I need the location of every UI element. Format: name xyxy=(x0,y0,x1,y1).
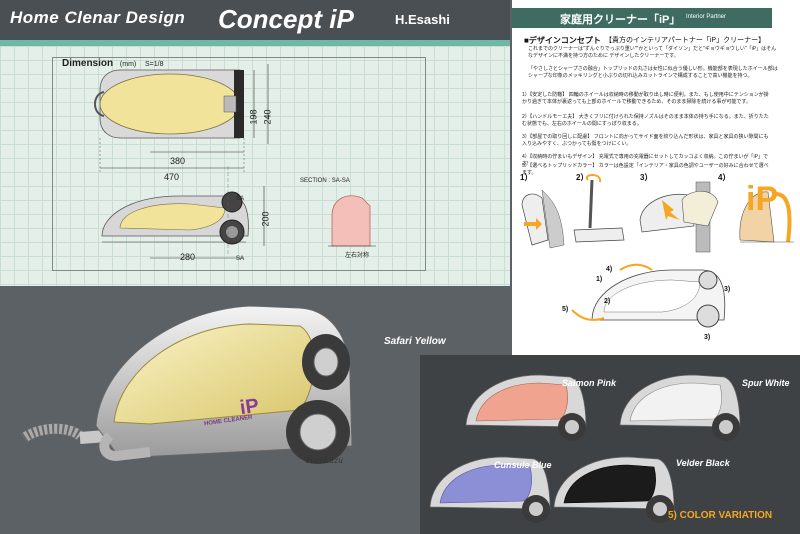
concept-point-1: 1）【安定した防轍】 四輪のホイールは収納時の移動が取り出し時に便利。また、もし… xyxy=(522,92,769,105)
designer-signature: Hirokazu xyxy=(306,456,344,465)
concept-point-2: 2）【ハンドルモーエ夫】 大きくフリに付けられた保持ノズルはそのまま本体の持ち手… xyxy=(522,114,769,127)
step-2-label: 2） xyxy=(576,173,589,182)
dim-240: 240 xyxy=(262,109,273,125)
concept-header-bar xyxy=(512,8,772,28)
step-1-illustration xyxy=(521,189,565,249)
variant-label-spur-white: Spur White xyxy=(742,378,790,388)
dimension-frame xyxy=(52,57,426,271)
section-marker-top: SA xyxy=(236,196,245,202)
step-4-label: 4） xyxy=(718,173,731,182)
product-ip-mark: iP xyxy=(238,394,261,420)
dim-198: 198 xyxy=(248,109,259,125)
callout-3a: 3) xyxy=(724,286,731,293)
concept-heading: 家庭用クリーナー「iP」 xyxy=(560,14,681,26)
concept-title: Concept iP xyxy=(218,4,354,34)
dim-280: 280 xyxy=(180,252,196,262)
variant-label-velder-black: Velder Black xyxy=(676,458,730,468)
concept-intro: これまでのクリーナーは"ずんぐりでっぷり重い""かといって「ダイソン」だと"ギョ… xyxy=(528,46,777,59)
design-concept-title: ■デザインコンセプト xyxy=(524,36,601,45)
section-label: SECTION : SA-SA xyxy=(300,178,350,184)
design-concept-subtitle: 【貴方のインテリアパートナー「iP」クリーナー】 xyxy=(605,37,766,44)
callout-2: 2) xyxy=(604,298,611,305)
variant-spur-white xyxy=(619,374,741,441)
top-view-drawing xyxy=(94,69,244,139)
variant-label-salmon-pink: Salmon Pink xyxy=(562,378,617,388)
dim-470: 470 xyxy=(164,172,180,182)
color-variation-title: 5) COLOR VARIATION xyxy=(668,510,773,521)
variant-cunsule-blue xyxy=(429,456,551,523)
concept-point-5: 5）【選べるトップリッドカラー】 カラーは色設定「インテリア・家具の色調やユーザ… xyxy=(522,163,769,176)
callout-5: 5) xyxy=(562,306,569,313)
page-title: Home Clenar Design xyxy=(10,8,186,27)
concept-point-3: 3）【部屋での取り回しに配慮】 フロントに向かってサイド面を絞り込んだ形状は、家… xyxy=(522,134,769,147)
main-color-label: Safari Yellow xyxy=(384,336,446,347)
concept-point-4: 4）【収納時の佇まいもデザイン】 充電式で専用の充電器にセットしてカッコよく収納… xyxy=(522,154,768,167)
variant-label-cunsule-blue: Cunsule Blue xyxy=(494,460,552,470)
section-marker-bottom: SA xyxy=(236,256,245,262)
header-accent-band xyxy=(0,40,510,46)
step-4-illustration xyxy=(739,191,794,243)
author-name: H.Esashi xyxy=(395,12,450,27)
step-2-illustration xyxy=(573,174,625,243)
concept-heading-sub: Interior Partner xyxy=(686,14,727,20)
callout-4: 4) xyxy=(606,266,613,273)
dim-380: 380 xyxy=(170,156,186,166)
variant-velder-black xyxy=(553,456,675,523)
concept-intro-2: 「やさしさとシャープさの融合」トップリッドの丸さは女性に似合う優しい形。機能部を… xyxy=(528,66,778,79)
variant-salmon-pink xyxy=(465,374,587,441)
storage-ip-mark: iP xyxy=(746,180,779,218)
step-3-label: 3） xyxy=(640,173,653,182)
symmetry-note: 左右対称 xyxy=(345,253,370,259)
callout-vacuum-drawing xyxy=(571,263,726,328)
callout-1: 1) xyxy=(596,276,603,283)
side-view-drawing xyxy=(101,191,249,245)
main-product-render xyxy=(21,305,353,464)
dimension-drawings xyxy=(94,64,376,259)
color-variation-renders xyxy=(429,374,741,523)
callout-3b: 3) xyxy=(704,334,711,341)
header-bar xyxy=(0,0,510,40)
step-1-label: 1） xyxy=(520,173,533,182)
step-3b-illustration xyxy=(681,181,719,253)
dimension-label: Dimension (mm) S=1/8 xyxy=(62,58,164,69)
section-drawing xyxy=(328,195,376,247)
dim-200: 200 xyxy=(260,211,271,227)
usage-illustrations xyxy=(521,174,794,328)
